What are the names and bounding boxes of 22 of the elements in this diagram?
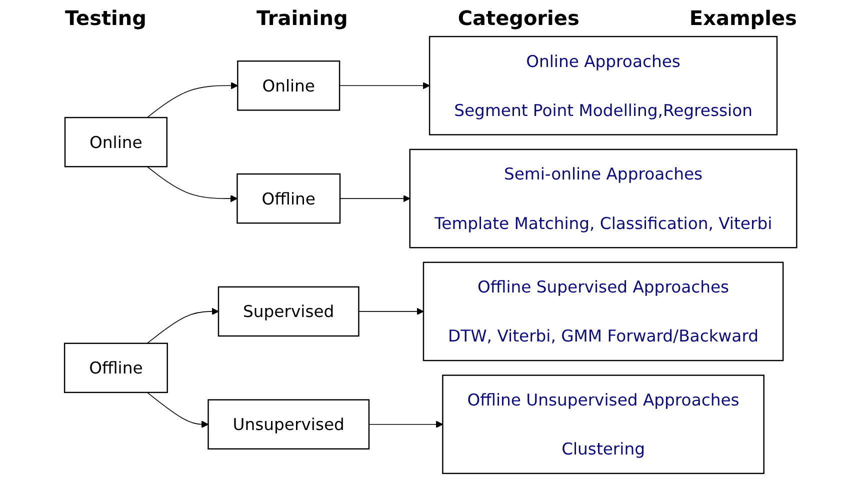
column-heading: Examples (689, 6, 797, 30)
arrow (340, 82, 430, 90)
arrow (147, 308, 220, 344)
node-box: Unsupervised (208, 399, 370, 450)
arrow (147, 392, 209, 428)
node-box: Offline (64, 342, 168, 394)
column-heading: Testing (65, 6, 146, 30)
arrow (147, 166, 238, 202)
column-heading: Training (256, 6, 348, 30)
node-box: Offline Supervised Approaches DTW, Viterbi, GMM Forward/Backward (423, 262, 784, 362)
column-heading: Categories (458, 6, 580, 30)
node-box: Online (64, 116, 168, 168)
node-box: Offline (236, 173, 341, 224)
arrow (368, 420, 444, 428)
arrow (358, 308, 424, 316)
node-box: Offline Unsupervised Approaches Clustering (442, 374, 765, 474)
node-box: Online (237, 60, 341, 111)
arrow (340, 194, 411, 202)
node-box: Supervised (218, 286, 360, 337)
node-box: Semi-online Approaches Template Matching, Classification, Viterbi (410, 148, 798, 248)
arrow (147, 82, 238, 118)
node-box: Online Approaches Segment Point Modelling,Regression (429, 36, 778, 136)
